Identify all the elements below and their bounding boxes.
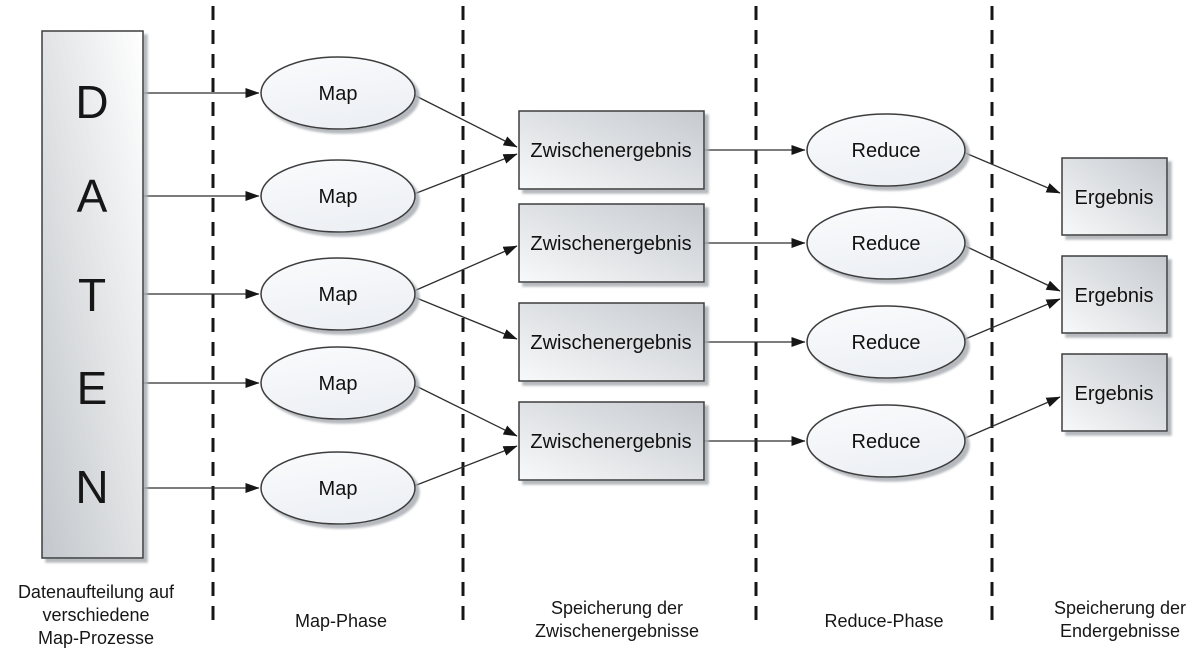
connectors-source-to-map — [143, 88, 260, 493]
phase-label-data-split-line3: Map-Prozesse — [38, 628, 154, 648]
arrow-map5-to-intermediate4 — [413, 445, 518, 487]
intermediate-box-1-label: Zwischenergebnis — [530, 140, 691, 162]
arrow-reduce1-to-result1 — [962, 151, 1061, 194]
map-nodes: Map Map Map Map Map — [260, 56, 416, 525]
map-node-5 — [260, 451, 416, 525]
arrow-map2-to-intermediate1 — [413, 153, 518, 195]
phase-label-intermediate-storage-line2: Zwischenergebnisse — [535, 621, 699, 641]
arrow-map1-to-intermediate1 — [413, 94, 518, 148]
result-box-2-label: Ergebnis — [1075, 285, 1154, 307]
arrow-reduce2-to-result2 — [962, 244, 1061, 292]
reduce-node-1-label: Reduce — [852, 140, 921, 162]
intermediate-box-4-label: Zwischenergebnis — [530, 431, 691, 453]
phase-label-intermediate-storage: Speicherung der Zwischenergebnisse — [535, 598, 699, 641]
daten-letter-d: D — [75, 76, 108, 128]
phase-label-final-storage: Speicherung der Endergebnisse — [1054, 598, 1186, 641]
result-box-3-label: Ergebnis — [1075, 383, 1154, 405]
arrow-reduce3-to-result2 — [962, 298, 1061, 341]
map-node-2-label: Map — [319, 186, 358, 208]
result-box-2 — [1061, 255, 1168, 334]
reduce-node-2-label: Reduce — [852, 233, 921, 255]
reduce-node-3-label: Reduce — [852, 332, 921, 354]
reduce-node-4-label: Reduce — [852, 431, 921, 453]
connectors-intermediate-to-reduce — [704, 145, 806, 446]
map-node-2 — [260, 159, 416, 233]
reduce-node-1 — [806, 113, 966, 187]
daten-letter-e: E — [77, 362, 108, 414]
map-node-4-label: Map — [319, 373, 358, 395]
map-node-5-label: Map — [319, 478, 358, 500]
intermediate-box-3 — [518, 302, 705, 382]
intermediate-box-2-label: Zwischenergebnis — [530, 233, 691, 255]
map-node-3-label: Map — [319, 284, 358, 306]
reduce-node-2 — [806, 206, 966, 280]
intermediate-box-1 — [518, 110, 705, 190]
intermediate-boxes: Zwischenergebnis Zwischenergebnis Zwisch… — [518, 110, 705, 481]
phase-label-intermediate-storage-line1: Speicherung der — [551, 598, 683, 618]
intermediate-box-3-label: Zwischenergebnis — [530, 332, 691, 354]
phase-label-final-storage-line2: Endergebnisse — [1060, 621, 1180, 641]
intermediate-box-4 — [518, 401, 705, 481]
daten-letter-a: A — [77, 170, 108, 222]
result-box-1-label: Ergebnis — [1075, 187, 1154, 209]
phase-label-map-phase: Map-Phase — [295, 611, 387, 631]
reduce-node-4 — [806, 404, 966, 478]
phase-separators — [211, 6, 994, 624]
daten-box — [41, 30, 144, 559]
reduce-node-3 — [806, 305, 966, 379]
connectors-map-to-intermediate — [413, 94, 518, 487]
daten-letter-n: N — [75, 461, 108, 513]
arrow-map4-to-intermediate4 — [413, 384, 518, 437]
phase-label-data-split: Datenaufteilung auf verschiedene Map-Pro… — [18, 582, 175, 648]
map-node-4 — [260, 346, 416, 420]
result-box-3 — [1061, 353, 1168, 432]
phase-label-data-split-line1: Datenaufteilung auf — [18, 582, 175, 602]
daten-letter-t: T — [78, 269, 106, 321]
phase-label-final-storage-line1: Speicherung der — [1054, 598, 1186, 618]
map-node-1 — [260, 56, 416, 130]
source-data-box: D A T E N — [41, 30, 144, 559]
phase-label-data-split-line2: verschiedene — [42, 605, 149, 625]
result-boxes: Ergebnis Ergebnis Ergebnis — [1061, 157, 1168, 432]
intermediate-box-2 — [518, 203, 705, 283]
phase-labels: Datenaufteilung auf verschiedene Map-Pro… — [18, 582, 1186, 648]
arrow-reduce4-to-result3 — [962, 396, 1061, 440]
map-node-1-label: Map — [319, 83, 358, 105]
phase-label-reduce-phase: Reduce-Phase — [824, 611, 943, 631]
map-node-3 — [260, 257, 416, 331]
connectors-reduce-to-result — [962, 151, 1061, 440]
arrow-map3-to-intermediate3 — [413, 296, 518, 340]
result-box-1 — [1061, 157, 1168, 236]
reduce-nodes: Reduce Reduce Reduce Reduce — [806, 113, 966, 478]
arrow-map3-to-intermediate2 — [413, 245, 518, 292]
